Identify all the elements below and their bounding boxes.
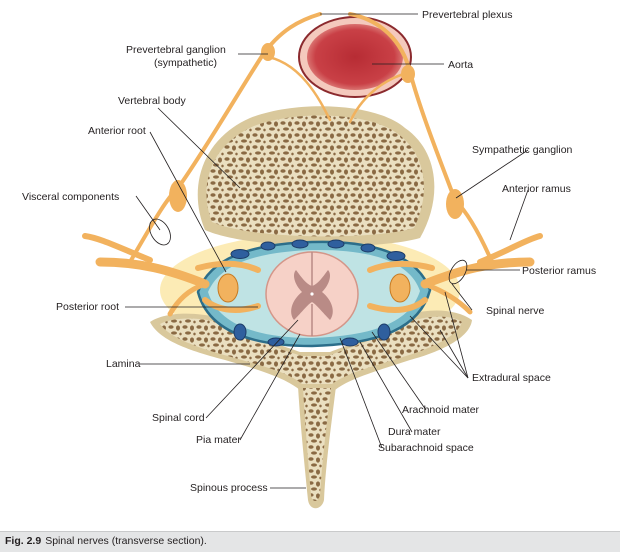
label-sympathetic-ganglion: Sympathetic ganglion (472, 144, 573, 156)
spinal-nerve-diagram: Prevertebral plexus Prevertebral ganglio… (22, 9, 596, 509)
figure-number: Fig. 2.9 (5, 535, 42, 547)
vertebral-body (197, 106, 435, 247)
label-vertebral-body: Vertebral body (118, 95, 186, 107)
label-anterior-ramus: Anterior ramus (502, 183, 571, 195)
label-posterior-root: Posterior root (56, 301, 119, 313)
ganglia (169, 43, 464, 303)
label-prevertebral-ganglion: Prevertebral ganglion (126, 44, 226, 56)
label-spinal-nerve: Spinal nerve (486, 305, 545, 317)
label-subarachnoid-space: Subarachnoid space (378, 442, 474, 454)
label-prevertebral-plexus: Prevertebral plexus (422, 9, 512, 21)
spinal-cord (265, 251, 359, 337)
label-dura-mater: Dura mater (388, 426, 441, 438)
label-visceral-components: Visceral components (22, 191, 119, 203)
epidural-veins (230, 239, 406, 347)
label-posterior-ramus: Posterior ramus (522, 265, 596, 277)
posterior-ramus-ring (448, 259, 468, 285)
label-lamina: Lamina (106, 358, 141, 370)
label-aorta: Aorta (448, 59, 473, 71)
label-arachnoid-mater: Arachnoid mater (402, 404, 480, 416)
label-anterior-root: Anterior root (88, 125, 146, 137)
leader-lines (125, 13, 529, 489)
spinous-process (298, 386, 336, 509)
label-pia-mater: Pia mater (196, 434, 241, 446)
label-extradural-space: Extradural space (472, 372, 551, 384)
label-spinous-process: Spinous process (190, 482, 268, 494)
figure-caption-text: Spinal nerves (transverse section). (45, 535, 207, 547)
label-prevertebral-ganglion-sub: (sympathetic) (154, 57, 217, 69)
label-spinal-cord: Spinal cord (152, 412, 205, 424)
aorta (298, 16, 412, 98)
